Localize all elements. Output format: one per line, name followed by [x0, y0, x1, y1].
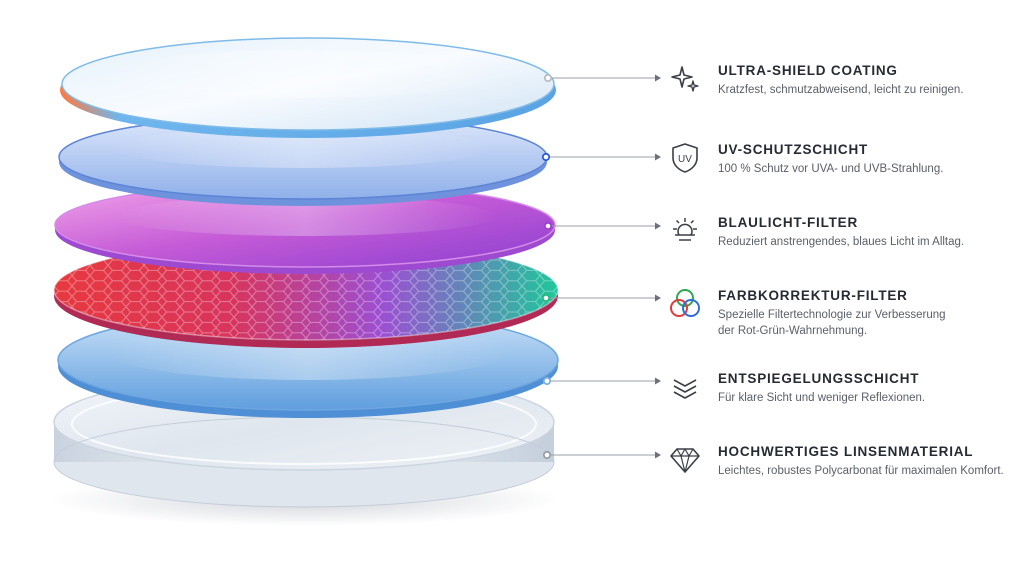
callout-uv: UV UV-SCHUTZSCHICHT 100 % Schutz vor UVA…	[668, 141, 1018, 177]
leader-dot-lens-material	[542, 450, 552, 460]
callout-title: HOCHWERTIGES LINSENMATERIAL	[718, 444, 974, 459]
callout-title: FARBKORREKTUR-FILTER	[718, 288, 908, 303]
callout-title: UV-SCHUTZSCHICHT	[718, 142, 869, 157]
uv-icon-label: UV	[678, 154, 692, 165]
callout-ultra-shield: ULTRA-SHIELD COATING Kratzfest, schmutza…	[668, 62, 1018, 98]
callout-desc: Reduziert anstrengendes, blaues Licht im…	[718, 236, 965, 248]
uv-protection-layer	[58, 114, 548, 206]
layers-icon	[668, 370, 702, 404]
callout-desc: 100 % Schutz vor UVA- und UVB-Strahlung.	[718, 163, 944, 175]
leader-dot-uv	[541, 152, 551, 162]
callout-desc: Für klare Sicht und weniger Reflexionen.	[718, 392, 926, 404]
callout-blue-light: BLAULICHT-FILTER Reduziert anstrengendes…	[668, 214, 1018, 250]
callout-title: ENTSPIEGELUNGSSCHICHT	[718, 371, 920, 386]
sun-icon	[668, 214, 702, 248]
leader-arrow-uv	[655, 153, 661, 161]
leader-dot-ultra-shield	[543, 73, 553, 83]
callout-anti-reflective: ENTSPIEGELUNGSSCHICHT Für klare Sicht un…	[668, 370, 1018, 406]
leader-arrow-anti-reflective	[655, 377, 661, 385]
callout-lens-material: HOCHWERTIGES LINSENMATERIAL Leichtes, ro…	[668, 443, 1018, 479]
leader-arrow-color-correction	[655, 294, 661, 302]
lens-material-layer	[53, 373, 555, 508]
callout-title: BLAULICHT-FILTER	[718, 215, 859, 230]
callout-desc: Spezielle Filtertechnologie zur Verbesse…	[718, 309, 946, 321]
callout-desc-line-2: der Rot-Grün-Wahrnehmung.	[718, 325, 868, 337]
leader-dot-color-correction	[541, 293, 551, 303]
leader-arrow-ultra-shield	[655, 74, 661, 82]
leader-arrow-blue-light	[655, 222, 661, 230]
callout-desc: Leichtes, robustes Polycarbonat für maxi…	[718, 465, 1004, 477]
callout-title: ULTRA-SHIELD COATING	[718, 63, 898, 78]
leader-arrow-lens-material	[655, 451, 661, 459]
leader-dot-blue-light	[543, 221, 553, 231]
blue-light-layer	[54, 182, 556, 274]
sparkle-icon	[668, 62, 702, 96]
callout-desc: Kratzfest, schmutzabweisend, leicht zu r…	[718, 84, 964, 96]
rgb-circles-icon	[668, 287, 702, 321]
ultra-shield-layer	[60, 37, 556, 138]
leader-dot-anti-reflective	[542, 376, 552, 386]
diamond-icon	[668, 443, 702, 477]
callout-color-correction: FARBKORREKTUR-FILTER Spezielle Filtertec…	[668, 287, 1018, 339]
leader-lines	[541, 73, 661, 460]
uv-shield-icon: UV	[668, 141, 702, 175]
